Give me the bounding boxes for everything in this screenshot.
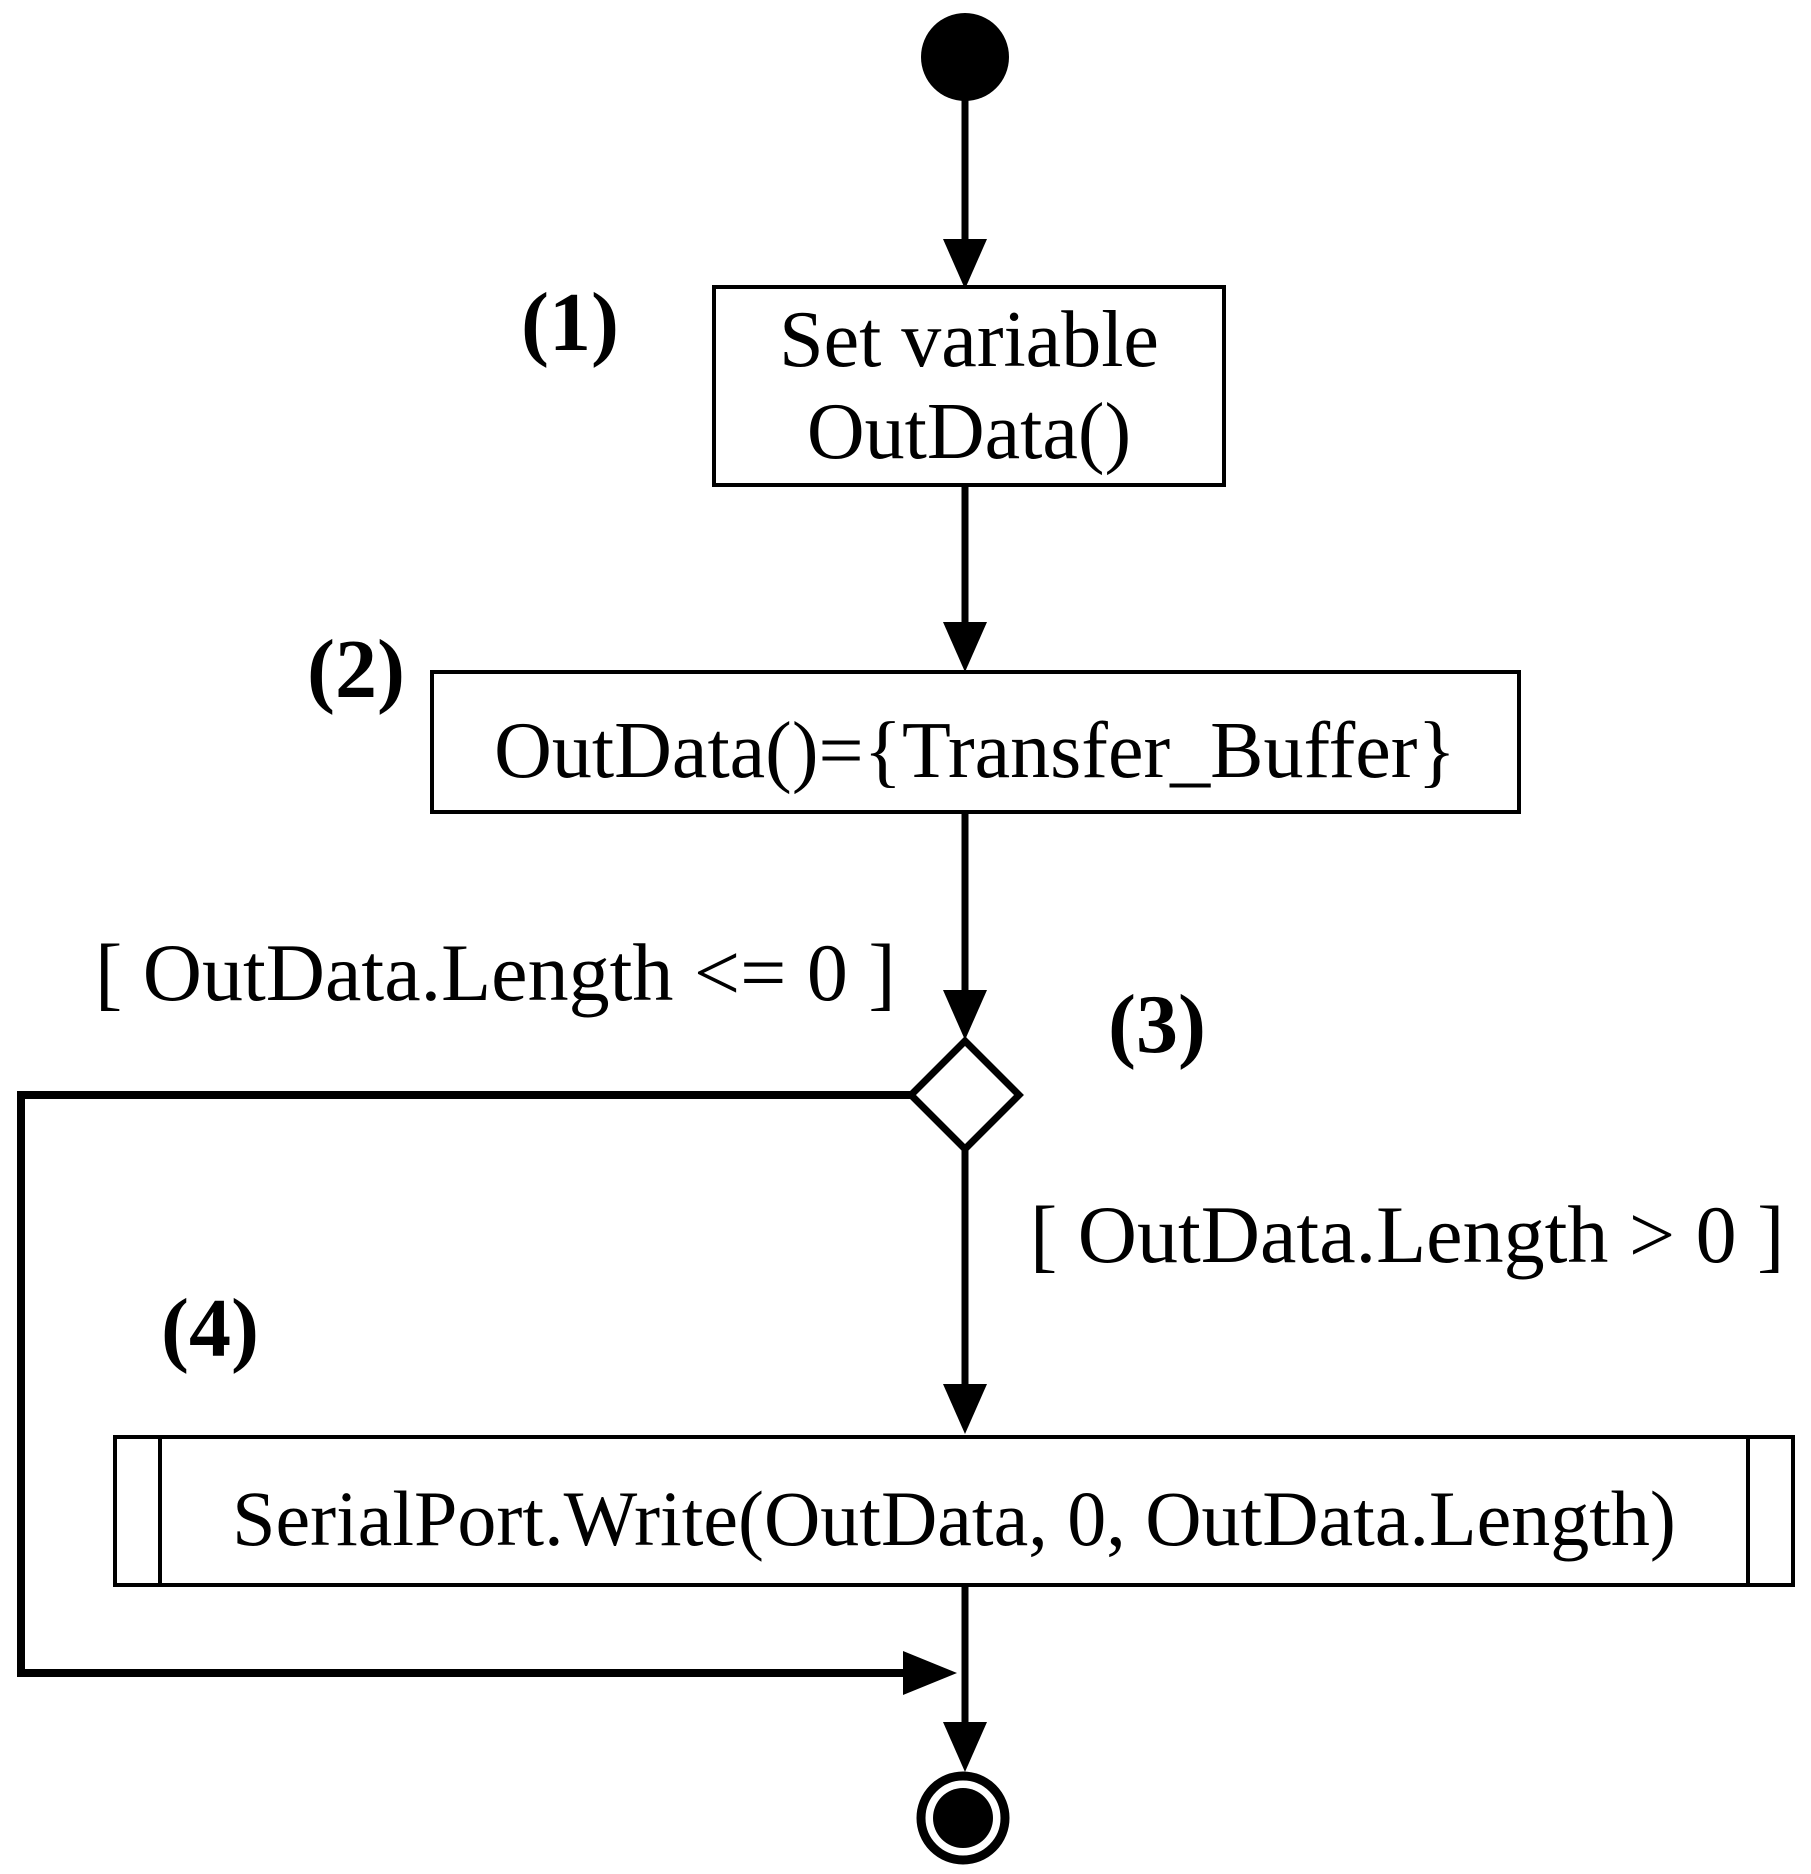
loop-edge-false-branch <box>17 1091 911 1677</box>
action-step2-text: OutData()={Transfer_Buffer} <box>494 707 1456 795</box>
step1-marker-label: (1) <box>521 276 619 369</box>
arrowhead-into-step2 <box>943 622 987 672</box>
arrowhead-into-final <box>943 1722 987 1772</box>
arrowhead-loop-merge <box>903 1651 957 1695</box>
action-step1-text-line2: OutData() <box>807 388 1131 476</box>
final-node-inner-dot <box>933 1788 993 1848</box>
guard-le-zero-label: [ OutData.Length <= 0 ] <box>95 927 896 1018</box>
guard-gt-zero-label: [ OutData.Length > 0 ] <box>1030 1189 1784 1280</box>
action-step1-text-line1: Set variable <box>779 296 1159 384</box>
initial-node <box>921 13 1009 101</box>
decision-node <box>906 1036 1024 1154</box>
action-step2-box <box>430 670 1521 814</box>
arrowhead-into-step1 <box>943 239 987 289</box>
step3-marker-label: (3) <box>1108 978 1206 1071</box>
arrowhead-into-step4 <box>943 1384 987 1434</box>
step4-marker-label: (4) <box>161 1282 259 1375</box>
action-step4-box <box>113 1435 1795 1587</box>
step2-marker-label: (2) <box>307 623 405 716</box>
action-step1-box <box>712 285 1226 487</box>
arrowhead-into-decision <box>943 990 987 1040</box>
action-step4-text: SerialPort.Write(OutData, 0, OutData.Len… <box>232 1475 1676 1562</box>
